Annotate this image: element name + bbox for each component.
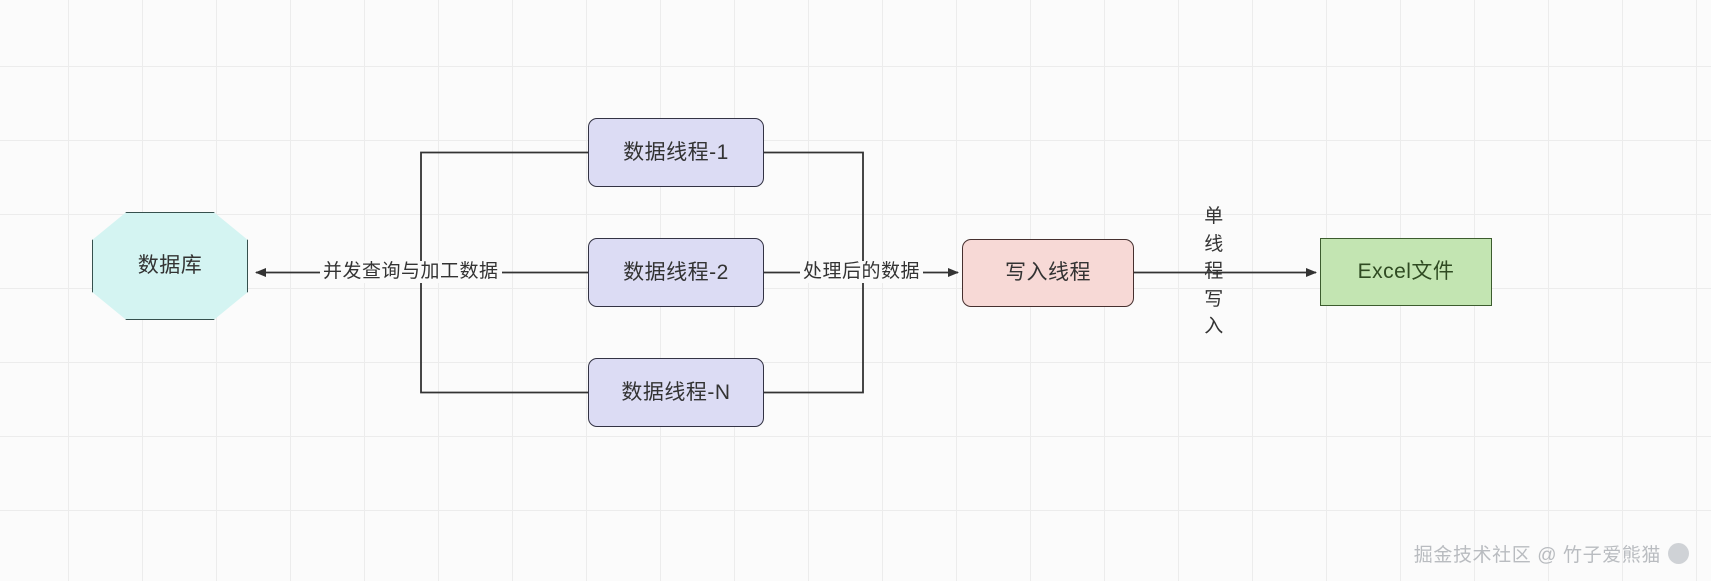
node-excel-file-label: Excel文件 <box>1357 260 1455 284</box>
node-data-thread-1-label: 数据线程-1 <box>623 140 729 164</box>
node-excel-file[interactable]: Excel文件 <box>1320 238 1492 306</box>
edge-label-concurrent-query: 并发查询与加工数据 <box>320 261 502 283</box>
node-data-thread-2[interactable]: 数据线程-2 <box>588 238 764 307</box>
edge-label-single-thread-write: 单线程写入 <box>1204 206 1224 338</box>
node-database[interactable]: 数据库 <box>92 212 248 320</box>
watermark-avatar-icon <box>1668 543 1689 564</box>
node-writer-thread[interactable]: 写入线程 <box>962 239 1134 307</box>
node-data-thread-2-label: 数据线程-2 <box>623 260 729 284</box>
watermark: 掘金技术社区 @ 竹子爱熊猫 <box>1414 540 1689 567</box>
node-database-label: 数据库 <box>137 254 203 278</box>
node-writer-thread-label: 写入线程 <box>1005 261 1091 285</box>
node-data-thread-1[interactable]: 数据线程-1 <box>588 118 764 187</box>
node-data-thread-n-label: 数据线程-N <box>621 380 731 404</box>
watermark-text: 掘金技术社区 @ 竹子爱熊猫 <box>1413 545 1661 566</box>
edge-label-processed-data: 处理后的数据 <box>800 261 924 283</box>
node-data-thread-n[interactable]: 数据线程-N <box>588 358 764 427</box>
